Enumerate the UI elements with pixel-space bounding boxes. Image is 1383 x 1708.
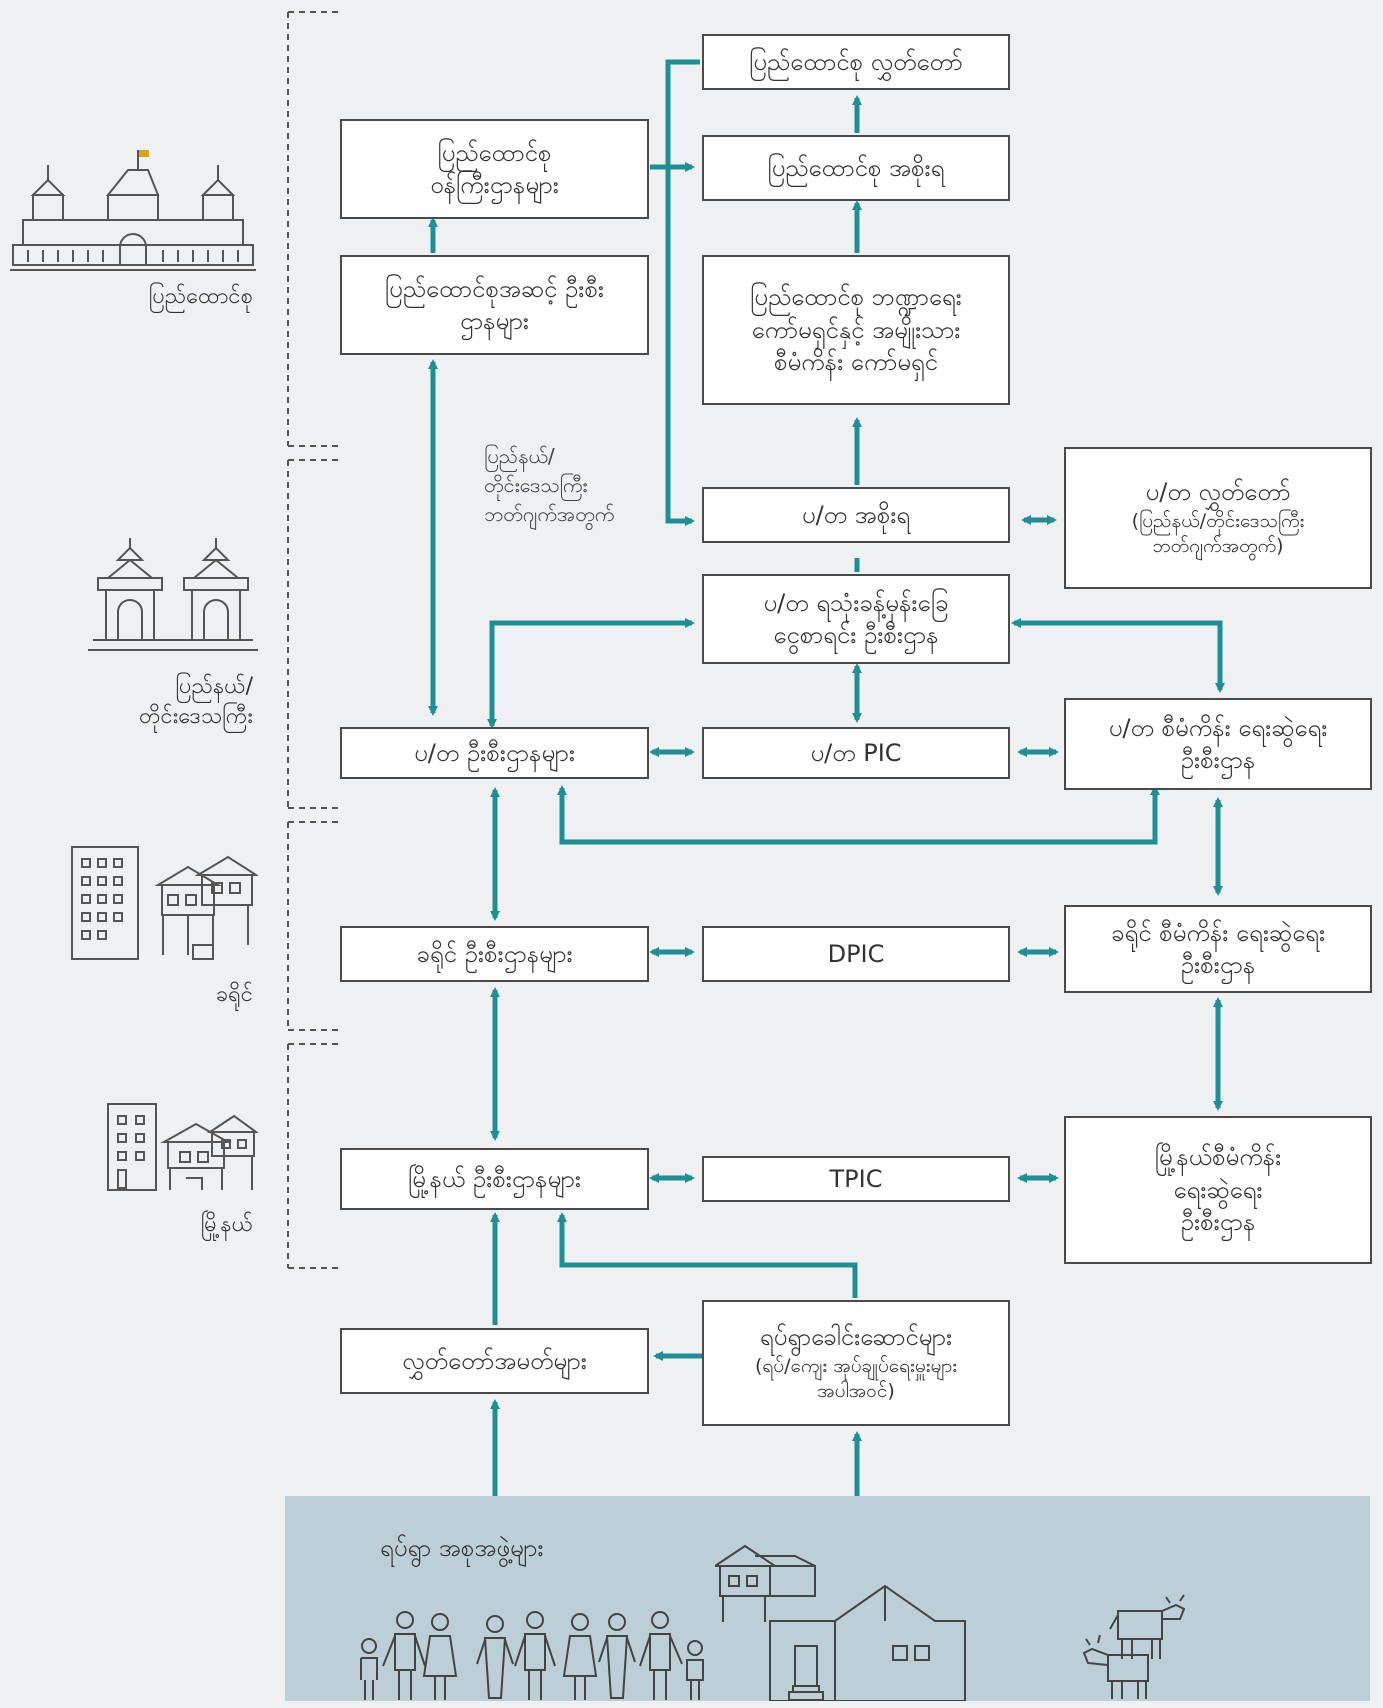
level-label-union: ပြည်ထောင်စု xyxy=(148,284,253,309)
office-building-and-house-icon xyxy=(71,846,258,960)
cattle-icon xyxy=(1082,1594,1186,1699)
parliament-building-icon xyxy=(10,150,256,271)
sr-departments-box: ပ/တ ဦးစီးဌာနများ xyxy=(340,727,649,779)
union-government-box: ပြည်ထောင်စု အစိုးရ xyxy=(702,135,1010,201)
community-leaders-title: ရပ်ရွာခေါင်းဆောင်များ xyxy=(759,1323,953,1352)
small-building-and-house-icon xyxy=(107,1103,258,1191)
community-groups-title: ရပ်ရွာ အစုအဖွဲ့များ xyxy=(380,1534,544,1562)
community-groups-panel: ရပ်ရွာ အစုအဖွဲ့များ xyxy=(285,1496,1370,1701)
finance-commission-box: ပြည်ထောင်စု ဘဏ္ဍာရေး ကော်မရှင်နှင့် အမျိ… xyxy=(702,255,1010,405)
mp-members-box: လွှတ်တော်အမတ်များ xyxy=(340,1328,649,1394)
dpic-box: DPIC xyxy=(702,926,1010,982)
sr-budget-dept-box: ပ/တ ရသုံးခန့်မှန်းခြေ ငွေစာရင်း ဦးစီးဌာန xyxy=(702,574,1010,664)
level-label-township: မြို့နယ် xyxy=(200,1212,253,1237)
sr-hluttaw-subtitle: (ပြည်နယ်/တိုင်းဒေသကြီး ဘတ်ဂျက်အတွက်) xyxy=(1131,509,1305,558)
sr-hluttaw-title: ပ/တ လွှတ်တော် xyxy=(1145,478,1291,507)
twin-pavilion-icon xyxy=(88,538,258,651)
sr-pic-box: ပ/တ PIC xyxy=(702,727,1010,779)
township-departments-box: မြို့နယ် ဦးစီးဌာနများ xyxy=(340,1148,649,1210)
tpic-box: TPIC xyxy=(702,1156,1010,1202)
district-departments-box: ခရိုင် ဦးစီးဌာနများ xyxy=(340,926,649,982)
union-ministries-box: ပြည်ထောင်စု ဝန်ကြီးဌာနများ xyxy=(340,119,649,219)
community-leaders-subtitle: (ရပ်/ကျေး အုပ်ချုပ်ရေးမှူးများ အပါအဝင်) xyxy=(754,1354,958,1403)
level-separators xyxy=(287,11,340,1269)
people-group-icon xyxy=(360,1611,704,1700)
level-label-state-region: ပြည်နယ်/ တိုင်းဒေသကြီး xyxy=(139,674,253,729)
sr-budget-note: ပြည်နယ်/ တိုင်းဒေသကြီး ဘတ်ဂျက်အတွက် xyxy=(484,444,615,526)
arrows xyxy=(428,59,1225,1496)
sr-hluttaw-box: ပ/တ လွှတ်တော် (ပြည်နယ်/တိုင်းဒေသကြီး ဘတ်… xyxy=(1064,447,1372,589)
village-houses-icon xyxy=(715,1544,966,1701)
community-leaders-box: ရပ်ရွာခေါင်းဆောင်များ (ရပ်/ကျေး အုပ်ချုပ… xyxy=(702,1300,1010,1426)
union-departments-box: ပြည်ထောင်စုအဆင့် ဦးစီး ဌာနများ xyxy=(340,255,649,355)
level-label-district: ခရိုင် xyxy=(215,982,253,1007)
district-planning-dept-box: ခရိုင် စီမံကိန်း ရေးဆွဲရေး ဦးစီးဌာန xyxy=(1064,905,1372,993)
union-hluttaw-box: ပြည်ထောင်စု လွှတ်တော် xyxy=(702,34,1010,90)
township-planning-dept-box: မြို့နယ်စီမံကိန်း ရေးဆွဲရေး ဦးစီးဌာန xyxy=(1064,1116,1372,1264)
sr-planning-dept-box: ပ/တ စီမံကိန်း ရေးဆွဲရေး ဦးစီးဌာန xyxy=(1064,698,1372,790)
sr-government-box: ပ/တ အစိုးရ xyxy=(702,487,1010,543)
